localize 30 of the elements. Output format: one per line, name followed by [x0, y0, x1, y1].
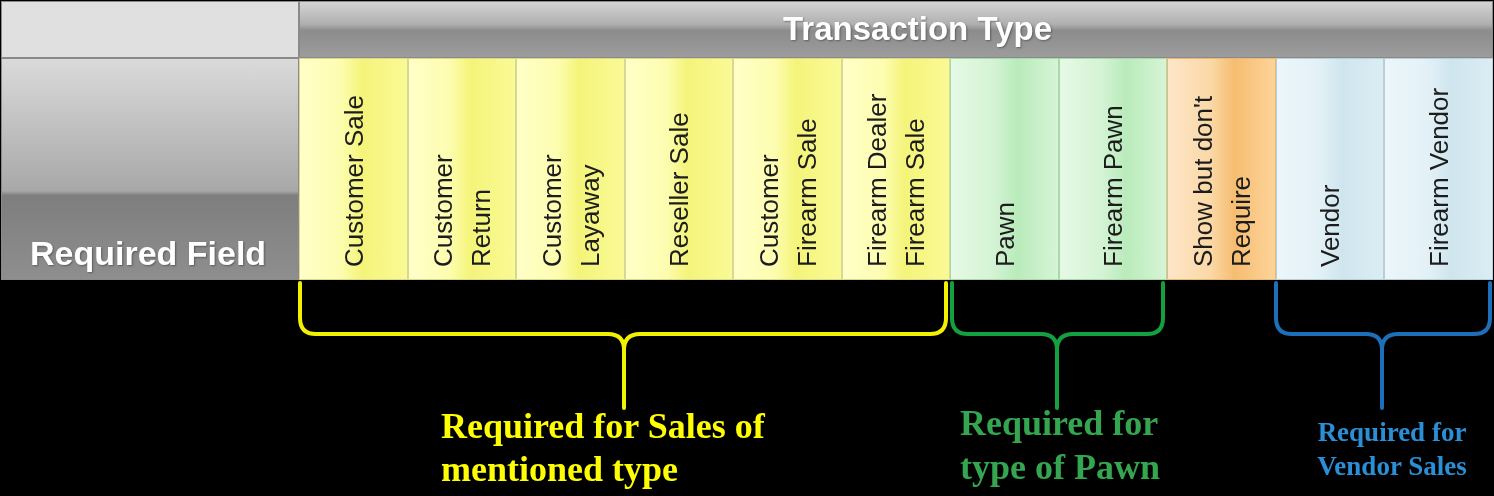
column-header-cell: [1384, 58, 1493, 280]
column-heading: Vendor: [1314, 184, 1346, 267]
column-header-cell: [950, 58, 1059, 280]
header-band: [299, 1, 1493, 58]
column-heading: Firearm Vendor: [1422, 87, 1455, 267]
column-header-cell: [1167, 58, 1276, 280]
column-heading: Firearm Dealer Firearm Sale: [861, 92, 931, 267]
column-heading: Customer Return: [427, 153, 497, 267]
column-heading: Customer Sale: [337, 95, 370, 267]
table-heading: Transaction Type: [783, 10, 1052, 48]
bracket-label: Required for Vendor Sales: [1316, 416, 1468, 483]
corner-cell: [1, 1, 299, 58]
column-heading: Reseller Sale: [663, 112, 695, 267]
column-heading: Show but don't Require: [1186, 94, 1257, 267]
column-header-cell: [1276, 58, 1384, 280]
column-header-cell: [516, 58, 625, 280]
column-header-cell: [733, 58, 842, 280]
column-header-cell: [842, 58, 950, 280]
column-header-cell: [625, 58, 733, 280]
column-header-cell: [1059, 58, 1167, 280]
column-header-cell: [408, 58, 516, 280]
row-header-cell: [1, 58, 299, 280]
column-heading: Firearm Pawn: [1097, 105, 1129, 267]
column-header-cell: [299, 58, 408, 280]
column-heading: Customer Layaway: [535, 153, 606, 267]
bracket-label: Required for Sales of mentioned type: [441, 405, 766, 491]
bracket-label: Required for type of Pawn: [960, 402, 1161, 489]
row-heading: Required Field: [30, 233, 267, 273]
column-heading: Customer Firearm Sale: [752, 117, 823, 267]
column-heading: Pawn: [988, 201, 1021, 267]
